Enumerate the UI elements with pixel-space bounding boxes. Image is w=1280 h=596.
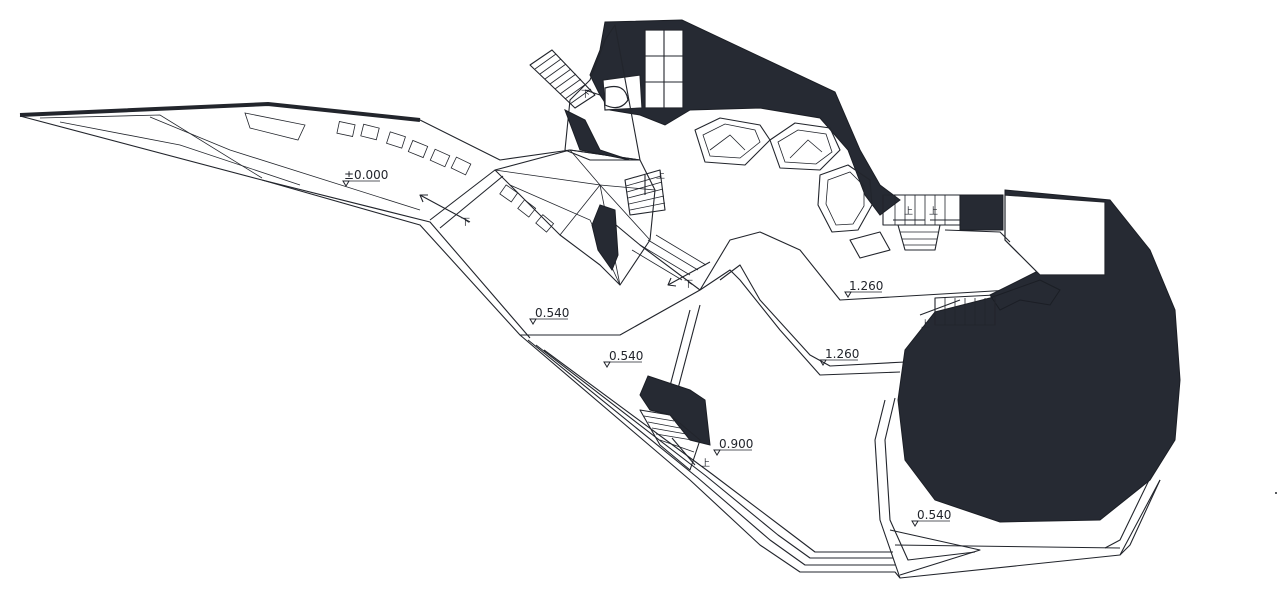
east-block <box>897 189 1181 523</box>
label-down-north: 下 <box>581 90 590 100</box>
edge-mark <box>1275 492 1277 494</box>
label-up-east-c: 上 <box>921 319 930 330</box>
outer-outline <box>19 104 1161 579</box>
label-up-east-a: 上 <box>904 206 913 217</box>
north-building <box>564 19 901 216</box>
label-up-pavilion: 上 <box>656 170 665 181</box>
level-marker-l1: 0.540 <box>529 306 569 325</box>
label-down-ramp: 下 <box>684 280 693 290</box>
svg-text:0.540: 0.540 <box>535 306 569 320</box>
wall-openings <box>336 120 555 233</box>
level-marker-l6: 0.540 <box>911 508 951 527</box>
south-pod <box>639 375 711 471</box>
label-up-south: 上 <box>701 458 710 469</box>
level-markers: ±0.000 0.540 0.540 1.260 1.260 0.900 <box>342 168 951 527</box>
level-marker-l0: ±0.000 <box>342 168 388 187</box>
level-marker-l3: 1.260 <box>844 279 883 298</box>
level-marker-l4: 1.260 <box>819 347 859 366</box>
label-down-west: 下 <box>461 218 470 228</box>
svg-text:0.540: 0.540 <box>917 508 951 522</box>
north-wall <box>19 102 421 122</box>
svg-text:1.260: 1.260 <box>849 279 883 293</box>
svg-text:0.540: 0.540 <box>609 349 643 363</box>
central-pavilion <box>494 149 656 286</box>
level-marker-l5: 0.900 <box>713 437 753 456</box>
north-stair <box>529 49 596 109</box>
direction-labels: 下 下 下 上 上 上 上 上 <box>461 90 938 469</box>
svg-text:0.900: 0.900 <box>719 437 753 451</box>
direction-arrows <box>419 89 961 466</box>
level-marker-l2: 0.540 <box>603 349 643 368</box>
rock-pods <box>694 117 891 259</box>
svg-text:±0.000: ±0.000 <box>344 168 388 182</box>
label-up-east-b: 上 <box>929 206 938 217</box>
west-wing-lines <box>39 112 421 211</box>
svg-text:1.260: 1.260 <box>825 347 859 361</box>
ramp-stair <box>631 234 707 281</box>
